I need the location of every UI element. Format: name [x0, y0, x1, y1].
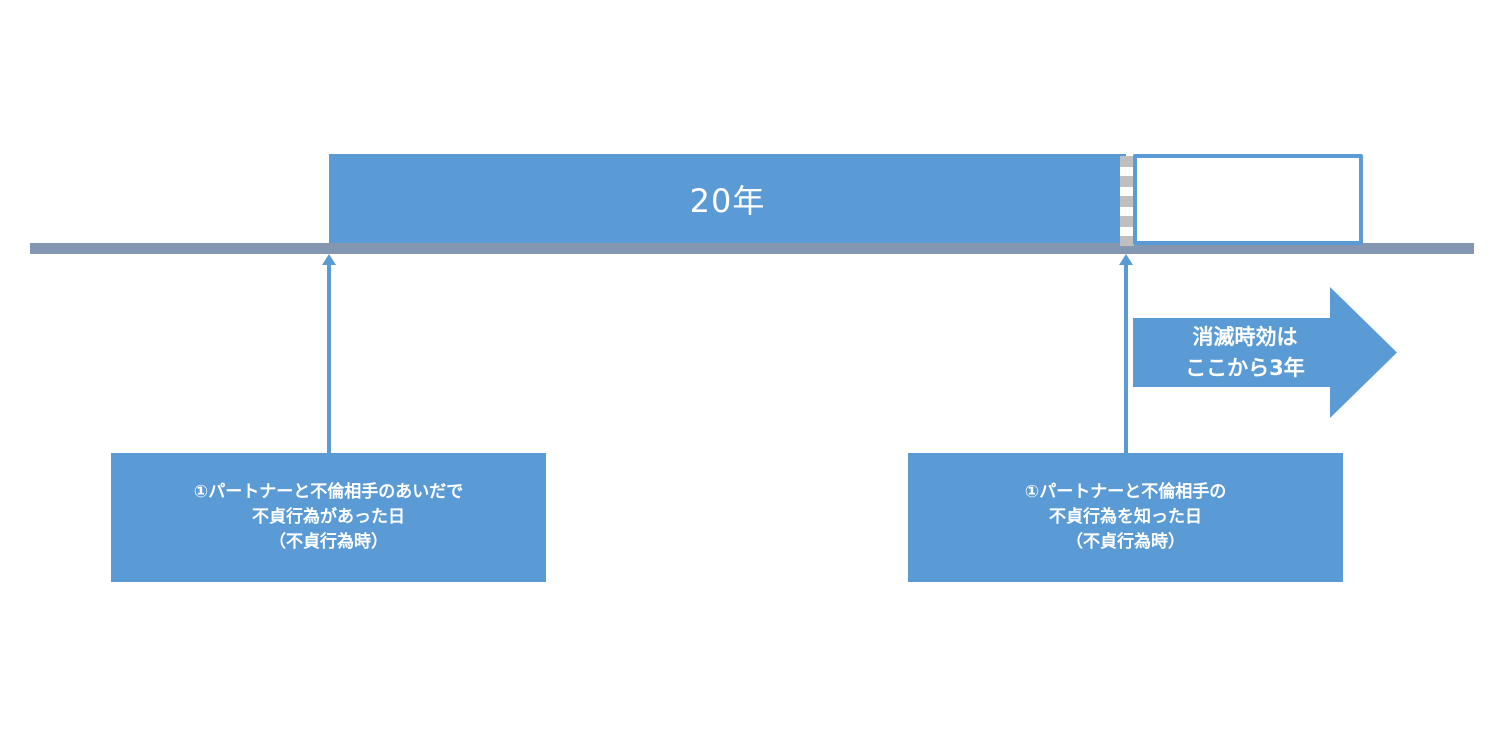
prescription-arrow-shape [1133, 287, 1397, 418]
left-pointer-line [327, 263, 331, 455]
prescription-arrow-text: 消滅時効は ここから3年 [1150, 322, 1340, 384]
right-pointer-line [1124, 263, 1128, 455]
prescription-arrow-polygon [1133, 287, 1397, 418]
timeline-axis [30, 243, 1474, 254]
event-right-line2: 不貞行為を知った日 [1049, 507, 1202, 527]
event-right-line3: （不貞行為時） [1066, 532, 1185, 552]
right-pointer-arrowhead [1119, 254, 1133, 265]
prescription-line1: 消滅時効は [1192, 325, 1298, 349]
twenty-year-label: 20年 [689, 181, 766, 220]
event-left-line3: （不貞行為時） [269, 532, 388, 552]
event-left-line2: 不貞行為があった日 [252, 507, 405, 527]
event-box-discovery-date: ①パートナーと不倫相手の 不貞行為を知った日 （不貞行為時） [908, 453, 1343, 582]
twenty-year-block: 20年 [329, 154, 1126, 243]
period-separator [1120, 156, 1134, 246]
prescription-line2: ここから3年 [1185, 356, 1305, 380]
left-pointer-arrowhead [322, 254, 336, 265]
three-year-box [1133, 154, 1363, 245]
event-box-affair-date: ①パートナーと不倫相手のあいだで 不貞行為があった日 （不貞行為時） [111, 453, 546, 582]
event-left-line1: ①パートナーと不倫相手のあいだで [193, 482, 464, 502]
event-right-line1: ①パートナーと不倫相手の [1024, 482, 1227, 502]
